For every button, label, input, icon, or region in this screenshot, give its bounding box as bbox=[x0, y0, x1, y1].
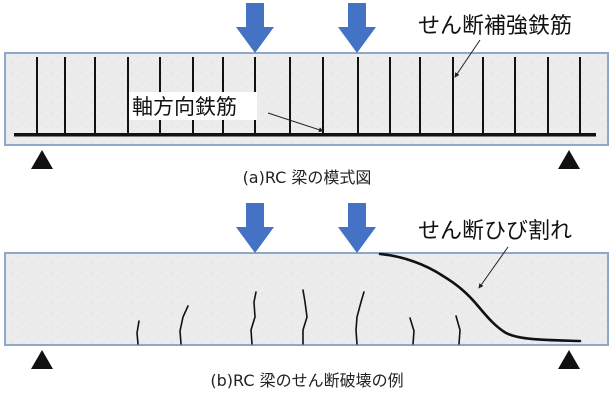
stirrup-label: せん断補強鉄筋 bbox=[418, 14, 572, 39]
load-arrow-a2 bbox=[338, 3, 376, 53]
down-arrow-icon bbox=[348, 3, 366, 28]
load-arrow-b2 bbox=[338, 203, 376, 253]
down-arrow-icon bbox=[246, 203, 264, 228]
down-arrow-icon bbox=[236, 227, 274, 253]
support-left-a bbox=[31, 150, 53, 169]
flexural-crack bbox=[136, 320, 140, 345]
caption-b: (b)RC 梁のせん断破壊の例 bbox=[210, 371, 403, 390]
caption-a: (a)RC 梁の模式図 bbox=[243, 168, 372, 187]
flexural-cracks bbox=[136, 289, 461, 345]
panel-a: せん断補強鉄筋 軸方向鉄筋 (a)RC 梁の模式図 bbox=[4, 3, 609, 187]
down-arrow-icon bbox=[348, 203, 366, 228]
flexural-crack bbox=[179, 305, 189, 345]
beam-b bbox=[4, 252, 609, 346]
support-left-b bbox=[31, 350, 53, 369]
stirrups bbox=[36, 57, 581, 135]
flexural-crack bbox=[455, 315, 461, 345]
beam-a bbox=[4, 52, 609, 146]
down-arrow-icon bbox=[338, 227, 376, 253]
down-arrow-icon bbox=[236, 27, 274, 53]
main-bar-label: 軸方向鉄筋 bbox=[132, 95, 237, 119]
main-rebar bbox=[14, 133, 596, 137]
flexural-crack bbox=[250, 291, 257, 345]
shear-crack-label: せん断ひび割れ bbox=[418, 219, 572, 244]
down-arrow-icon bbox=[246, 3, 264, 28]
support-right-b bbox=[558, 350, 580, 369]
panel-b: せん断ひび割れ (b)RC 梁のせん断破壊の例 bbox=[4, 203, 609, 390]
load-arrow-b1 bbox=[236, 203, 274, 253]
shear-crack bbox=[378, 252, 582, 343]
stirrup-leader bbox=[454, 39, 481, 78]
flexural-crack bbox=[355, 291, 365, 345]
load-arrow-a1 bbox=[236, 3, 274, 53]
main-bar-leader bbox=[267, 112, 324, 133]
shear-crack-leader bbox=[478, 246, 509, 289]
down-arrow-icon bbox=[338, 27, 376, 53]
flexural-crack bbox=[409, 317, 415, 345]
flexural-crack bbox=[302, 289, 308, 345]
main-bar-label-bg bbox=[129, 92, 257, 120]
support-right-a bbox=[558, 150, 580, 169]
